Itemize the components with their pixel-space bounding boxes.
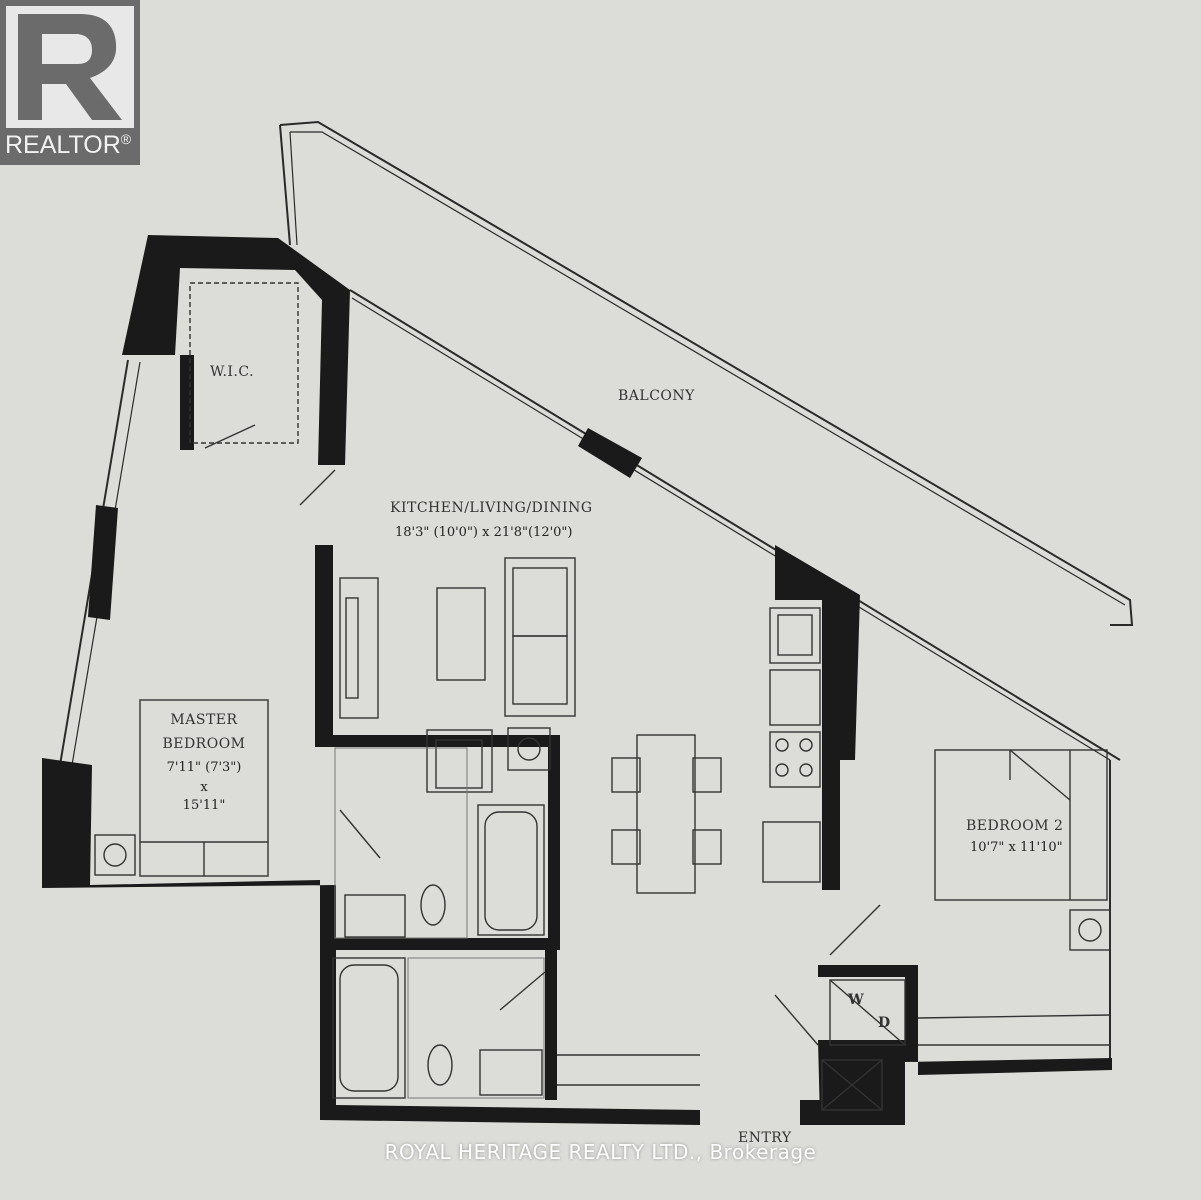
wall-kitchen <box>775 545 860 890</box>
kitchen-dims: 18'3" (10'0") x 21'8"(12'0") <box>395 525 573 540</box>
bedroom2-label: BEDROOM 2 <box>966 818 1064 834</box>
mech-closet <box>821 1059 883 1111</box>
bed2-hvac-icon <box>1069 909 1111 951</box>
column-diagonal <box>578 428 642 478</box>
living-hvac-icon <box>507 727 551 771</box>
sofa <box>504 557 576 717</box>
balcony-left-edge <box>279 124 291 246</box>
coffee-table <box>436 587 486 681</box>
window-line-1 <box>349 289 1121 761</box>
vanity-1 <box>344 894 406 938</box>
dishwasher <box>769 669 821 726</box>
washer-label: W <box>848 992 865 1008</box>
door-master <box>299 469 336 506</box>
wall-nw <box>122 235 350 465</box>
balcony-label: BALCONY <box>618 388 695 404</box>
wall-entry-right <box>800 1100 905 1125</box>
registered-mark: ® <box>120 131 132 147</box>
realtor-text: REALTOR <box>5 131 121 159</box>
wall-central-lower <box>315 735 560 747</box>
door-bed2 <box>829 904 881 956</box>
master-dims-1: 7'11" (7'3") <box>166 760 242 775</box>
wic-door <box>204 424 256 449</box>
door-bath1 <box>339 809 381 859</box>
bed-2 <box>934 749 1108 901</box>
column-left-window <box>88 505 118 620</box>
wall-bath-divider <box>320 938 560 950</box>
entry-label: ENTRY <box>738 1130 792 1146</box>
door-laundry <box>774 994 819 1046</box>
bathtub-1 <box>477 804 545 936</box>
balcony-outline <box>279 120 1134 626</box>
dining-table <box>636 734 696 894</box>
chair-4 <box>692 829 722 865</box>
wall-laundry-top <box>818 965 918 977</box>
wall-bath2-right <box>545 950 557 1100</box>
vanity-2 <box>479 1049 543 1096</box>
master-dims-2: x <box>200 780 208 795</box>
wall-laundry-right <box>905 965 918 1055</box>
master-hvac-icon <box>94 834 136 876</box>
realtor-wordmark: REALTOR® <box>5 131 131 160</box>
master-label-1: MASTER <box>170 712 238 728</box>
chair-1 <box>611 757 641 793</box>
tv-unit <box>339 577 379 719</box>
wic-shelf <box>189 282 299 444</box>
armchair <box>426 729 493 793</box>
brokerage-watermark: ROYAL HERITAGE REALTY LTD., Brokerage <box>384 1140 817 1164</box>
wic-label: W.I.C. <box>210 364 255 380</box>
washer-dryer <box>829 979 906 1046</box>
closet-line-bed2 <box>917 1014 1111 1019</box>
wall-central <box>315 545 333 745</box>
bath1-tiles <box>334 747 468 939</box>
cooktop <box>769 731 821 788</box>
chair-3 <box>692 757 722 793</box>
wall-wic-left <box>180 355 194 450</box>
bathtub-2 <box>332 957 406 1099</box>
toilet-2 <box>427 1044 453 1086</box>
bedroom2-dims: 10'7" x 11'10" <box>970 840 1063 855</box>
wall-bath1-right <box>548 735 560 940</box>
door-bath2 <box>499 971 546 1011</box>
toilet-1 <box>420 884 446 926</box>
kitchen-label: KITCHEN/LIVING/DINING <box>390 500 593 516</box>
realtor-logo: REALTOR® <box>0 0 140 165</box>
balcony-left-inner <box>289 131 298 246</box>
kitchen-sink <box>769 607 821 664</box>
window-line-2 <box>351 297 1111 761</box>
master-label-2: BEDROOM <box>162 736 246 752</box>
balcony-inner <box>290 131 1126 606</box>
bath2-tiles <box>407 957 545 1099</box>
chair-2 <box>611 829 641 865</box>
fridge <box>762 821 821 883</box>
master-dims-3: 15'11" <box>182 798 226 813</box>
dryer-label: D <box>878 1015 891 1031</box>
realtor-r-icon <box>6 6 134 128</box>
